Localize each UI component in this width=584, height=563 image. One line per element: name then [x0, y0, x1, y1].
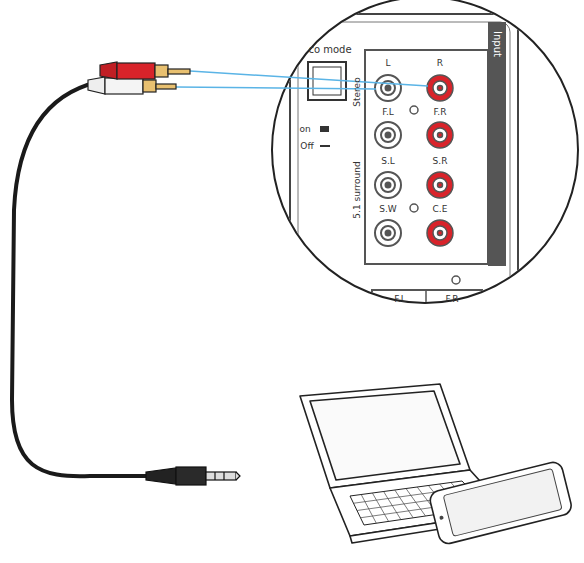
jack-label: S.R [433, 157, 448, 166]
jack-label: C.E [433, 205, 448, 214]
jack-label: F.L [382, 108, 394, 117]
mini-jack-plug [146, 467, 240, 485]
button-label: co mode [308, 45, 351, 55]
group-label: Stereo [353, 77, 362, 106]
guide-line [176, 87, 376, 89]
panel-title: Input [492, 31, 502, 57]
jack-label: L [385, 59, 390, 68]
speaker-panel [290, 14, 518, 334]
jack-label: F.R [434, 108, 447, 117]
right-jacks [427, 75, 453, 246]
zoom-circle [272, 0, 578, 303]
jack-label: F.L [394, 295, 406, 304]
guide-line [190, 71, 428, 86]
switch-label: Off [300, 142, 313, 151]
left-jacks [375, 75, 401, 246]
jack-label: S.W [379, 205, 396, 214]
jack-label: R [437, 59, 443, 68]
jack-label: S.L [381, 157, 395, 166]
switch-label: on [299, 125, 310, 134]
jack-label: F.R [446, 295, 459, 304]
phone [428, 460, 573, 545]
cable [12, 82, 148, 476]
group-label: 5.1 surround [353, 161, 362, 218]
rca-plug-red [100, 62, 190, 79]
